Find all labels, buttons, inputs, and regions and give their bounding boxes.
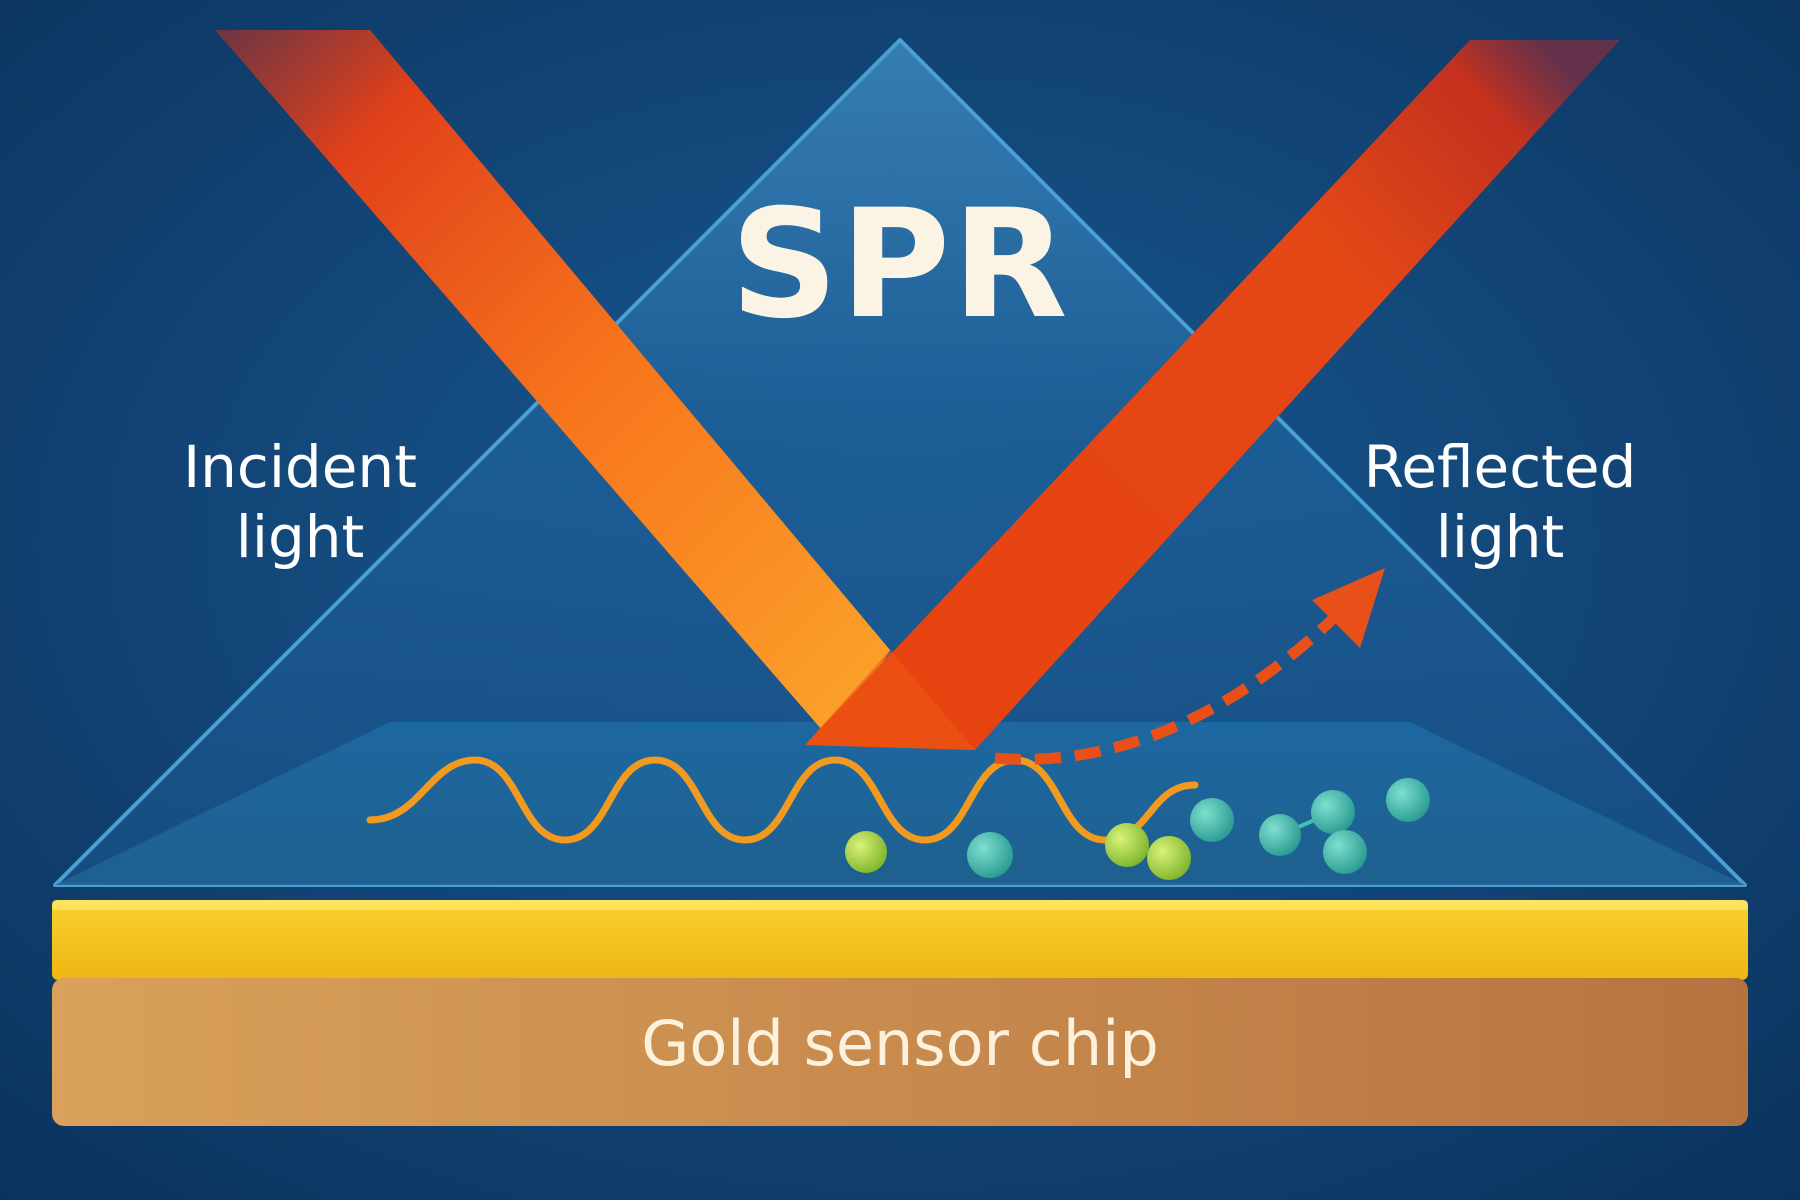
binding-molecule-icon (1386, 778, 1430, 822)
gold-layer-highlight (52, 900, 1748, 910)
surface-wave-icon (366, 756, 1199, 844)
beam-join (805, 650, 975, 750)
binding-molecule-icon (1311, 790, 1355, 834)
gold-sensor-chip-label: Gold sensor chip (641, 1007, 1159, 1080)
incident-beam (215, 30, 890, 745)
binding-molecule-icon (1259, 814, 1301, 856)
binding-molecule-icon (967, 832, 1013, 878)
gold-layer (52, 900, 1748, 980)
chip-base (52, 978, 1748, 1126)
binding-molecule-icon (1323, 830, 1367, 874)
binding-molecule-icon (1105, 823, 1149, 867)
reflected-light-label: Reflected light (1363, 433, 1637, 571)
incident-light-label: Incident light (183, 433, 417, 571)
binding-molecule-icon (1190, 798, 1234, 842)
binding-molecule-icon (845, 831, 887, 873)
diagram-title: SPR (730, 178, 1070, 352)
reflected-beam (805, 40, 1620, 750)
arrow-head-icon (1312, 568, 1385, 648)
binding-molecules (845, 778, 1430, 880)
dashed-arrow-icon (994, 608, 1344, 765)
binding-molecule-icon (1147, 836, 1191, 880)
